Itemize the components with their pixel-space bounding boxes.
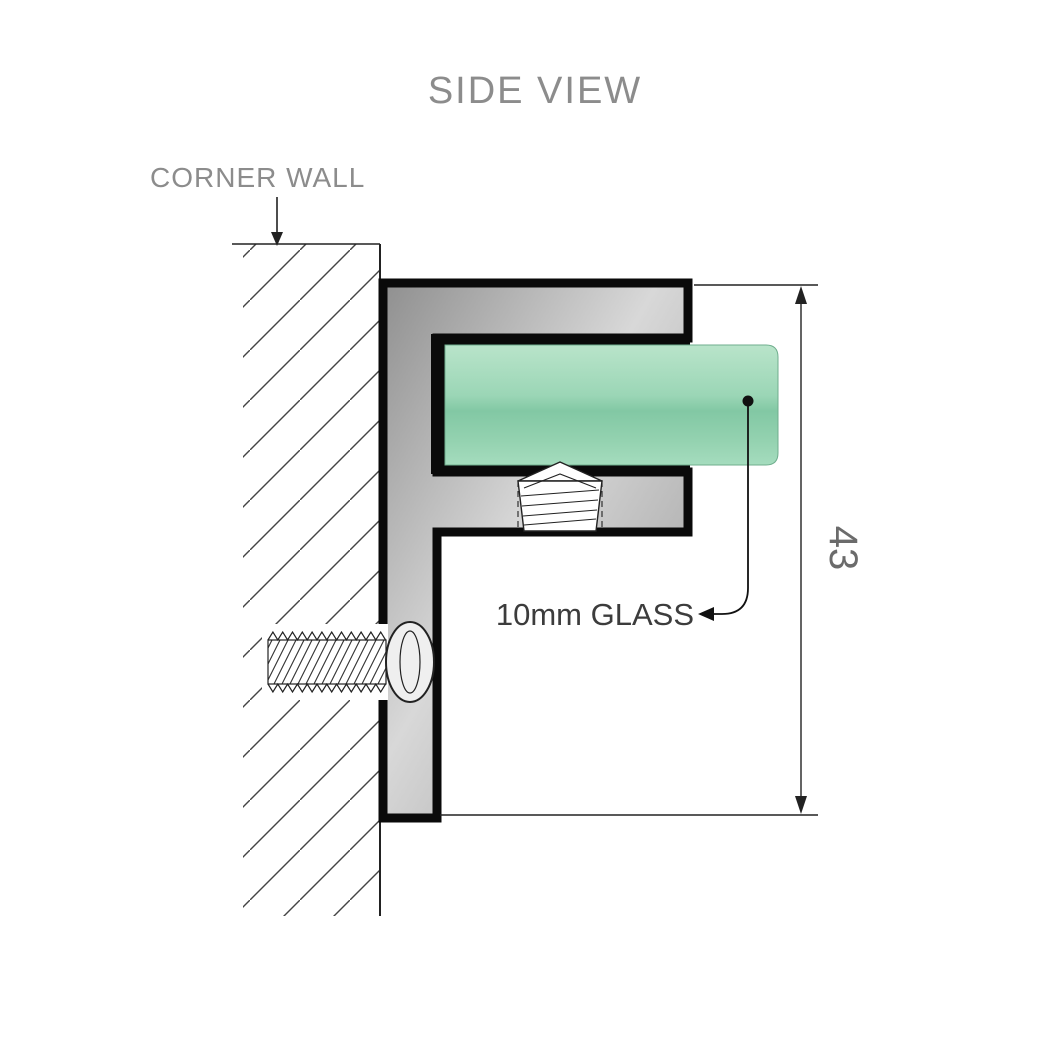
dimension-arrow-down-icon [795,796,807,814]
diagram-title: SIDE VIEW [428,70,642,112]
dimension-arrow-up-icon [795,286,807,304]
grub-screw [517,461,603,532]
wall-hatching [243,244,380,916]
glass-leader-line [712,406,749,615]
glass-leader-dot [742,395,754,407]
dimension-label: 43 [821,526,865,571]
corner-wall-label: CORNER WALL [150,162,365,193]
glass-panel [444,344,779,466]
corner-wall-arrowhead-icon [271,232,283,246]
wall-screw [262,621,435,703]
glass-leader-arrowhead-icon [698,607,714,621]
glass-label: 10mm GLASS [496,597,694,632]
